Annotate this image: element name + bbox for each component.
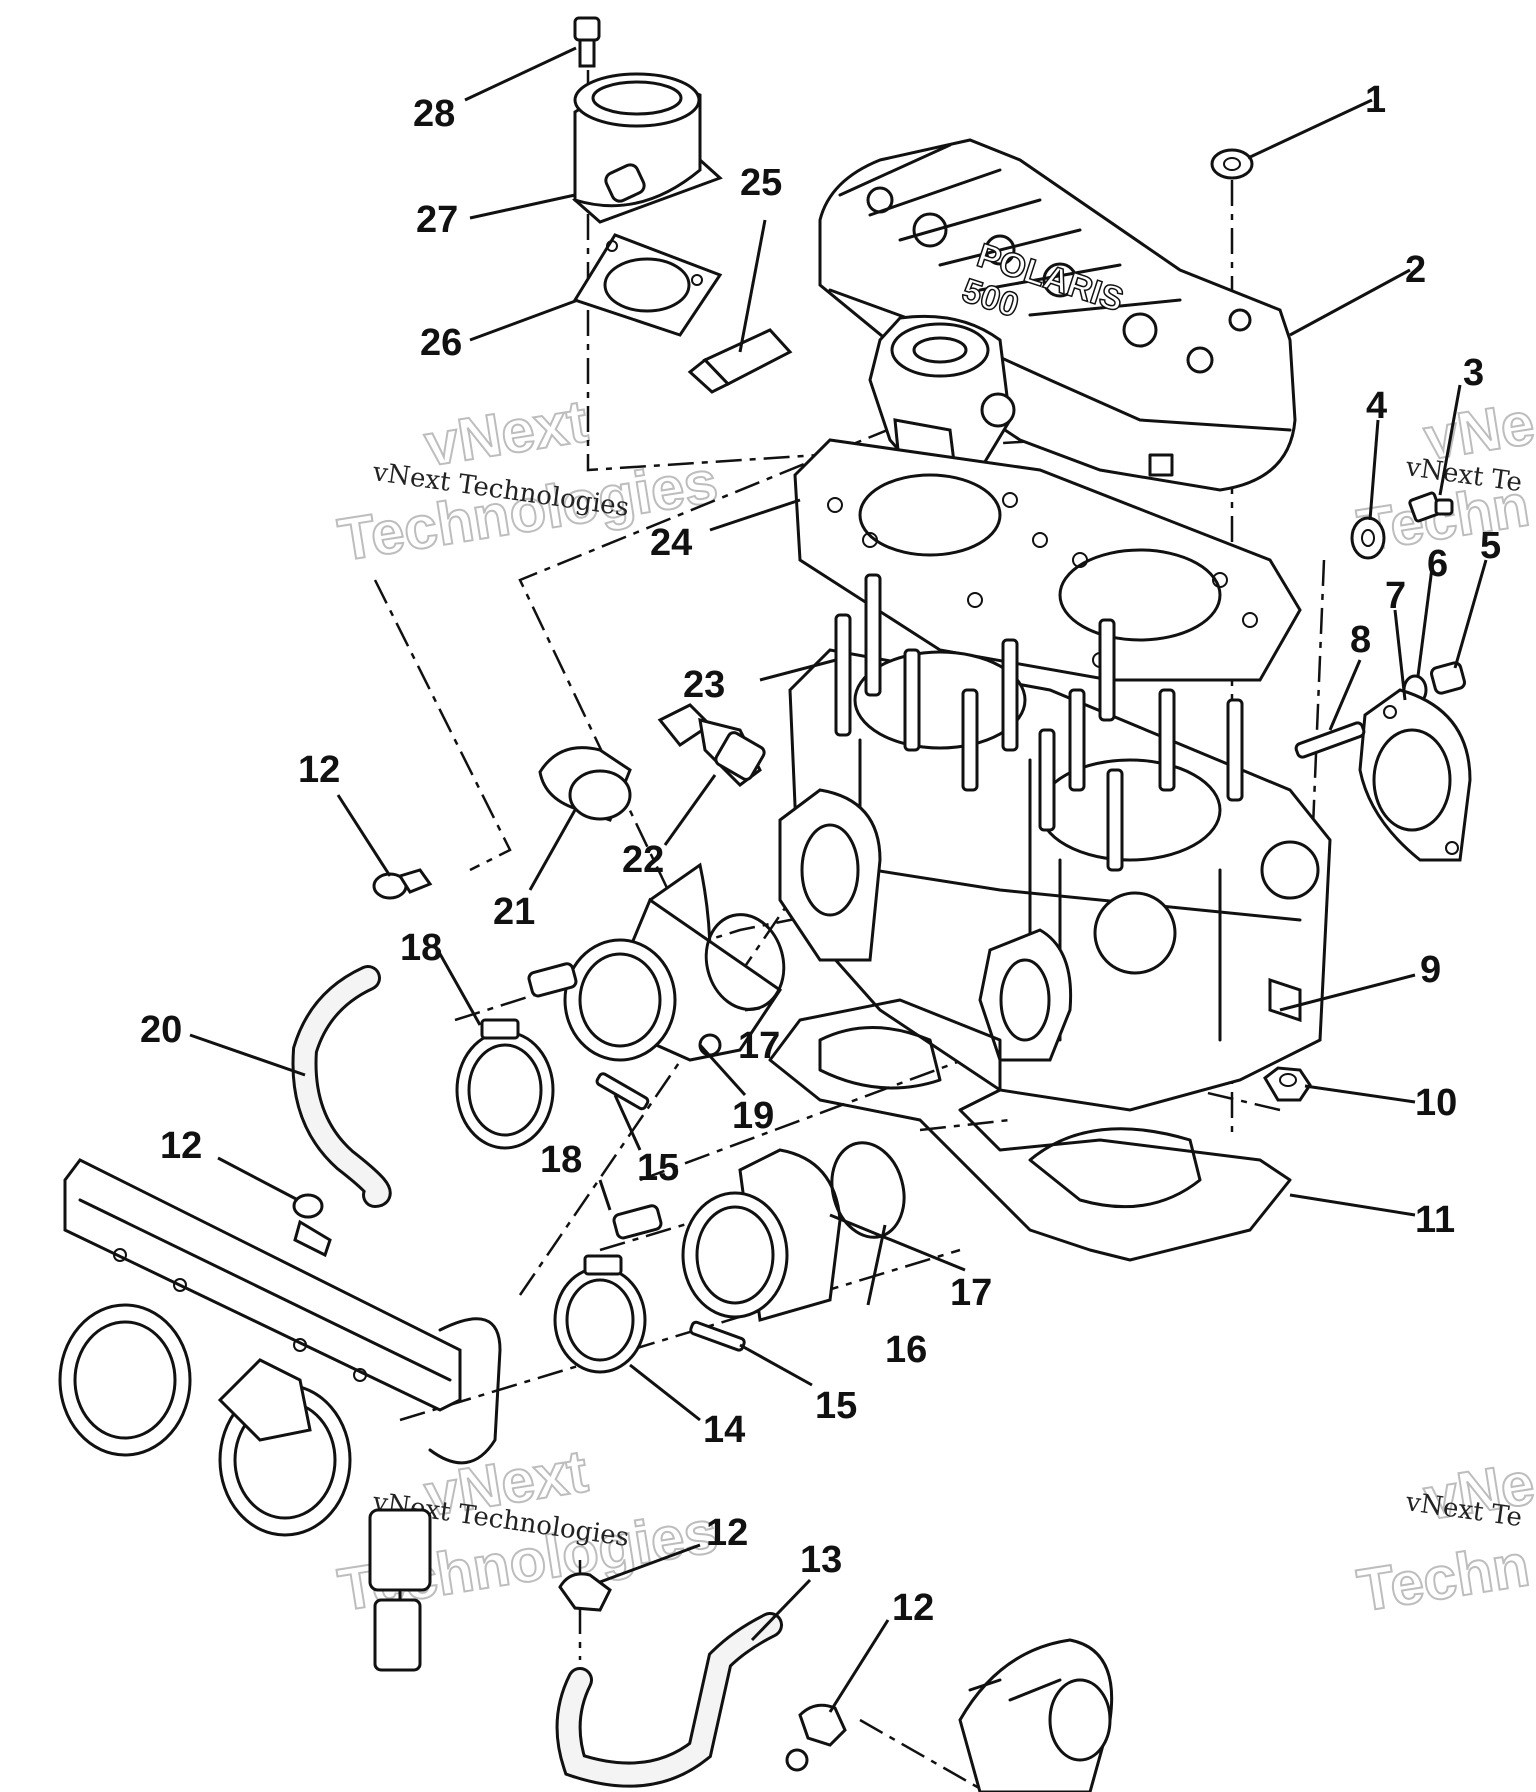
callout-4: 4 xyxy=(1366,385,1387,427)
hose-clamp-12-top xyxy=(372,868,433,900)
callout-1: 1 xyxy=(1365,79,1386,121)
callout-19: 19 xyxy=(732,1095,774,1137)
base-gasket-11 xyxy=(768,998,1292,1262)
callout-20: 20 xyxy=(140,1009,182,1051)
callout-labels: 1 2 3 4 5 6 7 8 9 10 11 12 12 12 12 13 1… xyxy=(140,79,1501,1629)
stud-8 xyxy=(1294,721,1366,759)
nut-10 xyxy=(1263,1066,1312,1102)
callout-23: 23 xyxy=(683,664,725,706)
sensor-25 xyxy=(687,328,793,394)
cap-21 xyxy=(538,746,632,822)
nut-1 xyxy=(1210,148,1254,180)
fitting-22 xyxy=(657,703,766,787)
callout-6: 6 xyxy=(1427,543,1448,585)
watermark-large: Techn xyxy=(1353,1531,1534,1624)
hose-clamp-12-left xyxy=(292,1193,332,1258)
intake-adapter-upper-19 xyxy=(563,862,783,1062)
nut-5 xyxy=(1429,661,1467,695)
hose-clamp-12-bottom xyxy=(558,1572,612,1612)
callout-7: 7 xyxy=(1385,575,1406,617)
callout-2: 2 xyxy=(1405,249,1426,291)
callout-5: 5 xyxy=(1480,525,1501,567)
washer-4 xyxy=(1350,516,1386,560)
callout-15-lower: 15 xyxy=(815,1385,857,1427)
callout-26: 26 xyxy=(420,322,462,364)
callout-15-upper: 15 xyxy=(637,1147,679,1189)
callout-13: 13 xyxy=(800,1539,842,1581)
callout-22: 22 xyxy=(622,839,664,881)
callout-12-bottom: 12 xyxy=(706,1512,748,1554)
leader-lines xyxy=(189,46,1488,1713)
cylinder-block xyxy=(778,648,1332,1112)
intake-adapter-16 xyxy=(681,1148,842,1322)
callout-12-left: 12 xyxy=(160,1125,202,1167)
callout-24: 24 xyxy=(650,522,692,564)
watermark-large: vNext xyxy=(420,387,592,479)
callout-9: 9 xyxy=(1420,949,1441,991)
screw-18-upper xyxy=(527,962,578,998)
gasket-26 xyxy=(572,233,723,337)
callout-11: 11 xyxy=(1415,1199,1455,1241)
hose-13 xyxy=(555,1612,783,1788)
callout-18-lower: 18 xyxy=(540,1139,582,1181)
callout-10: 10 xyxy=(1415,1082,1457,1124)
callout-12-top: 12 xyxy=(298,749,340,791)
screw-15-upper xyxy=(595,1072,650,1111)
screw-18-lower xyxy=(612,1204,663,1240)
callout-14: 14 xyxy=(703,1409,745,1451)
callout-12-right: 12 xyxy=(892,1587,934,1629)
thermostat-housing-27 xyxy=(572,72,723,224)
callout-18-upper: 18 xyxy=(400,927,442,969)
hose-clamp-12-right xyxy=(785,1703,847,1772)
callout-17-lower: 17 xyxy=(950,1272,992,1314)
callout-28: 28 xyxy=(413,93,455,135)
oil-pump xyxy=(958,1638,1114,1792)
throttle-body-assembly xyxy=(58,1158,502,1672)
cylinder-head-2: POLARIS 500 xyxy=(818,138,1297,492)
callout-8: 8 xyxy=(1350,619,1371,661)
clamp-18 xyxy=(455,1018,555,1150)
callout-21: 21 xyxy=(493,891,535,933)
hose-20 xyxy=(291,965,392,1208)
gasket-7 xyxy=(1358,688,1472,862)
callout-3: 3 xyxy=(1463,352,1484,394)
callout-27: 27 xyxy=(416,199,458,241)
studs-23 xyxy=(834,573,1244,872)
callout-25: 25 xyxy=(740,162,782,204)
callout-17-upper: 17 xyxy=(738,1025,780,1067)
bolt-28 xyxy=(573,16,601,68)
clamp-14 xyxy=(553,1254,647,1374)
nut-3 xyxy=(1408,491,1454,523)
callout-16: 16 xyxy=(885,1329,927,1371)
screw-15-lower xyxy=(689,1320,746,1352)
